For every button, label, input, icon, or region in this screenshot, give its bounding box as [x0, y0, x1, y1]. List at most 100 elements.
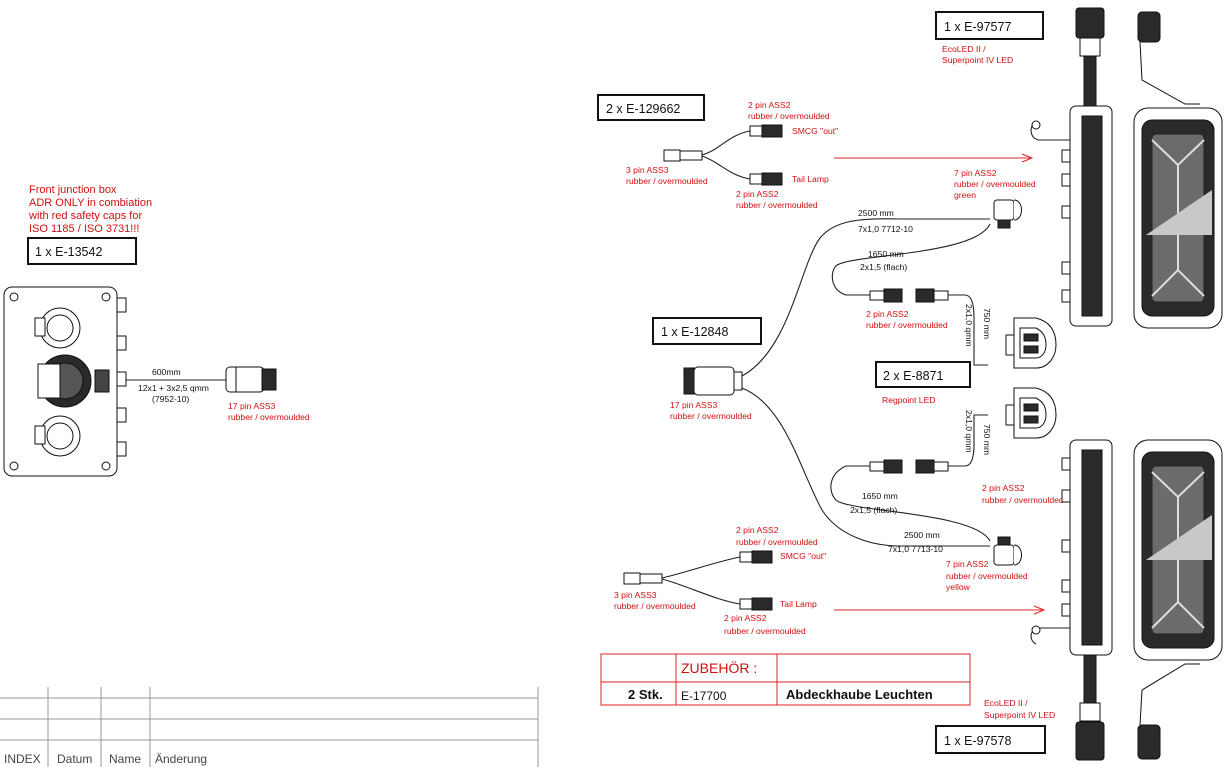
main-harness-17pin-connector	[683, 366, 743, 396]
accessories-header: ZUBEHÖR :	[681, 659, 757, 676]
lower-splitter-bottom-material: rubber / overmoulded	[724, 626, 806, 636]
upper-flat-cable	[831, 223, 991, 296]
lower-2pin-type: 2 pin ASS2	[982, 483, 1025, 493]
upper-arrow-head	[1021, 153, 1034, 163]
upper-splitter-bottom-use: Tail Lamp	[792, 174, 829, 184]
upper-flat-length: 1650 mm	[868, 249, 904, 259]
upper-lamp-side-view	[1030, 7, 1113, 327]
regpoint-part-box	[875, 361, 971, 388]
upper-splitter-part-box	[597, 94, 705, 121]
upper-lamp-part-label: 1 x E-97577	[944, 20, 1011, 34]
regpoint-part-label: 2 x E-8871	[883, 369, 944, 383]
upper-splitter-in-material: rubber / overmoulded	[626, 176, 708, 186]
accessories-description: Abdeckhaube Leuchten	[786, 687, 933, 702]
front-box-cable-spec: 12x1 + 3x2,5 qmm	[138, 383, 209, 393]
upper-7pin-color: green	[954, 190, 976, 200]
front-box-connector-type: 17 pin ASS3	[228, 401, 276, 411]
lower-7core-cable	[741, 387, 990, 547]
main-harness-connector-type: 17 pin ASS3	[670, 400, 718, 410]
upper-branch-length: 2500 mm	[858, 208, 894, 218]
upper-splitter-part-label: 2 x E-129662	[606, 102, 680, 116]
front-box-part-box	[27, 237, 137, 265]
upper-lamp-front-view	[1133, 11, 1223, 329]
upper-splitter-bottom-material: rubber / overmoulded	[736, 200, 818, 210]
regpoint-name: Regpoint LED	[882, 395, 936, 405]
revision-col-name: Name	[109, 752, 141, 766]
upper-lamp-name-2: Superpoint IV LED	[942, 55, 1013, 65]
note-line-2: ADR ONLY in combiation	[29, 197, 152, 209]
upper-7core-cable	[741, 218, 990, 377]
revision-col-change: Änderung	[155, 752, 207, 766]
lower-lamp-front-view	[1133, 439, 1223, 760]
lower-lamp-name-2: Superpoint IV LED	[984, 710, 1055, 720]
upper-lamp-name-1: EcoLED II /	[942, 44, 986, 54]
lower-7pin-connector	[993, 536, 1022, 566]
upper-2pin-wire-length: 750 mm	[982, 308, 992, 339]
upper-7pin-type: 7 pin ASS2	[954, 168, 997, 178]
upper-branch-spec: 7x1,0 7712-10	[858, 224, 913, 234]
revision-col-index: INDEX	[4, 752, 41, 766]
upper-2pin-wire-spec: 2x1,0 qmm	[964, 304, 974, 347]
upper-lamp-part-box	[935, 11, 1044, 40]
lower-splitter-drawing	[623, 550, 773, 611]
lower-branch-length: 2500 mm	[904, 530, 940, 540]
accessories-table	[600, 653, 971, 706]
lower-splitter-top-material: rubber / overmoulded	[736, 537, 818, 547]
regpoint-led-lower	[1005, 387, 1057, 439]
revision-table	[0, 687, 539, 767]
upper-2pin-material: rubber / overmoulded	[866, 320, 948, 330]
lower-flat-spec: 2x1,5 (flach)	[850, 505, 897, 515]
lower-splitter-in-type: 3 pin ASS3	[614, 590, 657, 600]
lower-splitter-in-material: rubber / overmoulded	[614, 601, 696, 611]
front-box-cable-code: (7952-10)	[152, 394, 189, 404]
lower-flat-length: 1650 mm	[862, 491, 898, 501]
lower-7pin-material: rubber / overmoulded	[946, 571, 1028, 581]
lower-splitter-top-use: SMCG "out"	[780, 551, 826, 561]
front-box-cable-length: 600mm	[152, 367, 181, 377]
accessories-part-no: E-17700	[681, 689, 727, 703]
main-harness-part-box	[652, 317, 762, 345]
lower-7pin-color: yellow	[946, 582, 971, 592]
upper-2pin-wire	[948, 294, 988, 366]
lower-splitter-top-type: 2 pin ASS2	[736, 525, 779, 535]
upper-7pin-material: rubber / overmoulded	[954, 179, 1036, 189]
lower-2pin-material: rubber / overmoulded	[982, 495, 1064, 505]
regpoint-led-upper	[1005, 317, 1057, 369]
accessories-qty: 2 Stk.	[628, 687, 663, 702]
upper-2pin-connector-pair	[869, 288, 949, 303]
lower-flat-cable	[830, 465, 991, 542]
front-junction-box-note: Front junction box ADR ONLY in combiatio…	[28, 184, 152, 235]
upper-7pin-connector	[993, 199, 1022, 229]
lower-splitter-bottom-use: Tail Lamp	[780, 599, 817, 609]
lower-7pin-type: 7 pin ASS2	[946, 559, 989, 569]
upper-splitter-bottom-type: 2 pin ASS2	[736, 189, 779, 199]
front-box-connector-material: rubber / overmoulded	[228, 412, 310, 422]
lower-lamp-name-1: EcoLED II /	[984, 698, 1028, 708]
note-line-1: Front junction box	[29, 184, 117, 196]
upper-flat-spec: 2x1,5 (flach)	[860, 262, 907, 272]
upper-splitter-top-type: 2 pin ASS2	[748, 100, 791, 110]
lower-2pin-wire-length: 750 mm	[982, 424, 992, 455]
lower-lamp-part-box	[935, 725, 1046, 754]
revision-col-date: Datum	[57, 752, 92, 766]
main-harness-part-label: 1 x E-12848	[661, 325, 728, 339]
upper-splitter-drawing	[663, 124, 783, 186]
note-line-3: with red safety caps for	[28, 210, 142, 222]
lower-splitter-bottom-type: 2 pin ASS2	[724, 613, 767, 623]
lower-2pin-wire-spec: 2x1,0 qmm	[964, 410, 974, 453]
note-line-4: ISO 1185 / ISO 3731!!!	[29, 223, 139, 235]
lower-2pin-wire	[948, 414, 988, 467]
lower-branch-spec: 7x1,0 7713-10	[888, 544, 943, 554]
lower-arrow-head	[1033, 605, 1046, 615]
lower-lamp-side-view	[1030, 439, 1113, 761]
front-box-part-label: 1 x E-13542	[35, 245, 102, 259]
upper-2pin-type: 2 pin ASS2	[866, 309, 909, 319]
main-harness-connector-material: rubber / overmoulded	[670, 411, 752, 421]
upper-splitter-top-material: rubber / overmoulded	[748, 111, 830, 121]
lower-2pin-connector-pair	[869, 459, 949, 474]
upper-splitter-top-use: SMCG "out"	[792, 126, 838, 136]
junction-box-drawing	[3, 286, 127, 477]
lower-lamp-part-label: 1 x E-97578	[944, 734, 1011, 748]
upper-splitter-in-type: 3 pin ASS3	[626, 165, 669, 175]
